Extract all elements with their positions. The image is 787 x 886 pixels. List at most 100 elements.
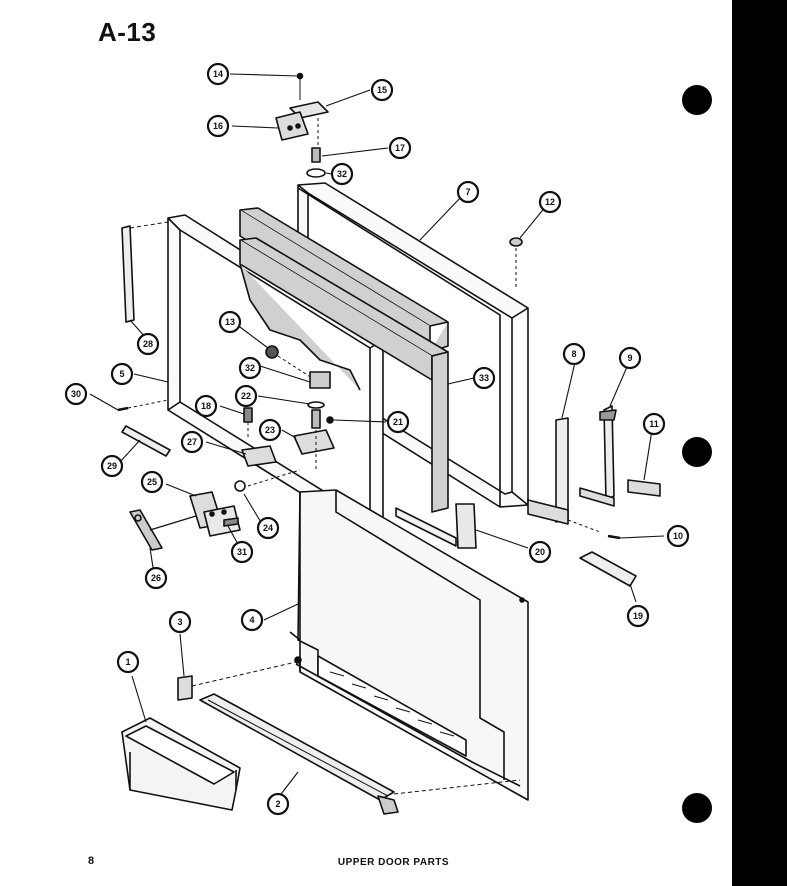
screw-10 [607,534,621,540]
channel-19 [579,551,637,587]
leader-lines [89,73,665,799]
callout-2: 2 [266,792,290,816]
callout-23: 23 [258,418,282,442]
callout-5: 5 [110,362,134,386]
callout-10: 10 [666,524,690,548]
callout-label: 10 [673,531,683,541]
callout-label: 27 [187,437,197,447]
callout-label: 21 [393,417,403,427]
callout-label: 30 [71,389,81,399]
callout-1: 1 [116,650,140,674]
callout-label: 7 [465,187,470,197]
callout-label: 12 [545,197,555,207]
callout-12: 12 [538,190,562,214]
callout-9: 9 [618,346,642,370]
callout-label: 17 [395,143,405,153]
callout-4: 4 [240,608,264,632]
callout-label: 22 [241,391,251,401]
callout-label: 18 [201,401,211,411]
callout-label: 24 [263,523,273,533]
callout-label: 33 [479,373,489,383]
callout-circle [234,384,258,408]
nut-13 [265,345,279,359]
bracket-3 [177,675,193,701]
callout-27: 27 [180,430,204,454]
foam-insulation [239,207,449,513]
callout-label: 3 [177,617,182,627]
binding-bar [732,0,787,886]
callout-label: 4 [249,615,254,625]
page-title: A-13 [98,17,157,47]
screw-12 [509,237,523,247]
block-20 [455,503,477,549]
callout-label: 31 [237,547,247,557]
callout-circle [266,792,290,816]
callout-33: 33 [472,366,496,390]
callout-label: 20 [535,547,545,557]
callout-circle [110,362,134,386]
screw-30 [117,399,169,412]
callout-circle [240,608,264,632]
callout-15: 15 [370,78,394,102]
callout-label: 2 [275,799,280,809]
callout-25: 25 [140,470,164,494]
callout-circle [456,180,480,204]
callout-26: 26 [144,566,168,590]
callout-label: 9 [627,353,632,363]
callout-31: 31 [230,540,254,564]
callout-29: 29 [100,454,124,478]
callout-circle [330,162,354,186]
callout-label: 26 [151,573,161,583]
callout-circle [64,382,88,406]
gasket-strip-28 [121,225,135,323]
callout-circle [144,566,168,590]
callout-circle [258,418,282,442]
trim-strip-29 [121,425,171,457]
callout-label: 15 [377,85,387,95]
callout-19: 19 [626,604,650,628]
callout-7: 7 [456,180,480,204]
callout-22: 22 [234,384,258,408]
inner-door-panel [289,489,529,801]
callout-20: 20 [528,540,552,564]
callout-label: 25 [147,477,157,487]
callout-label: 32 [337,169,347,179]
punch-hole-bottom [682,793,712,823]
lower-hinge-parts [129,469,301,551]
callout-circle [168,610,192,634]
page-caption: UPPER DOOR PARTS [337,857,450,868]
callout-label: 14 [213,69,223,79]
callout-circle [538,190,562,214]
callout-circle [256,516,280,540]
callout-circle [388,136,412,160]
callout-14: 14 [206,62,230,86]
callout-circle [666,524,690,548]
rail-2 [199,693,521,815]
callout-label: 32 [245,363,255,373]
callout-label: 5 [119,369,124,379]
callout-circle [140,470,164,494]
callout-circle [136,332,160,356]
callout-label: 19 [633,611,643,621]
callout-21: 21 [386,410,410,434]
hinge-brackets-8-9 [527,405,617,533]
callout-11: 11 [642,412,666,436]
callout-8: 8 [562,342,586,366]
callout-circle [218,310,242,334]
callout-18: 18 [194,394,218,418]
callout-13: 13 [218,310,242,334]
callout-16: 16 [206,114,230,138]
callout-label: 8 [571,349,576,359]
callout-label: 1 [125,657,130,667]
callout-circle [528,540,552,564]
callout-30: 30 [64,382,88,406]
callout-circle [562,342,586,366]
center-hinge-assembly [293,371,335,470]
punch-hole-middle [682,437,712,467]
callout-28: 28 [136,332,160,356]
callout-circle [386,410,410,434]
callout-32: 32 [330,162,354,186]
